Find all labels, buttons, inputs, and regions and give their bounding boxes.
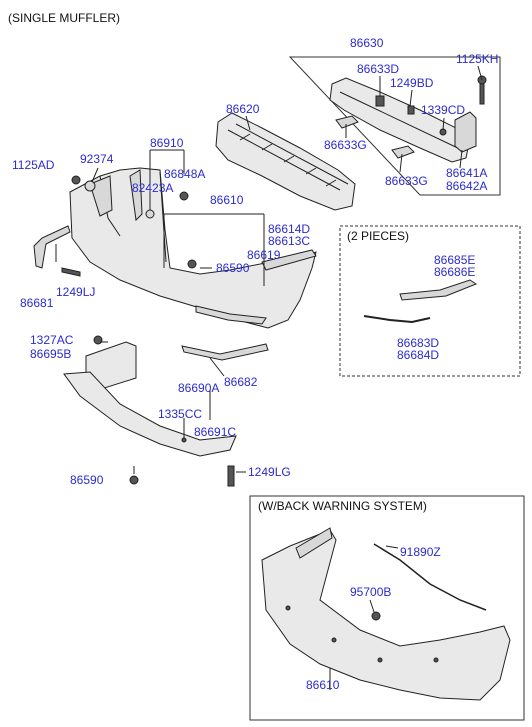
label-1125kh: 1125KH	[456, 52, 498, 66]
label-82423a: 82423A	[132, 181, 173, 195]
screw-1335cc	[181, 437, 187, 443]
screw-86590-a	[187, 259, 197, 269]
label-86610-warning: 86610	[306, 678, 340, 692]
label-86619: 86619	[247, 248, 281, 262]
label-86633g-a: 86633G	[324, 138, 367, 152]
label-86620: 86620	[226, 102, 260, 116]
label-1339cd: 1339CD	[421, 103, 465, 117]
moulding-86683d	[363, 315, 431, 324]
label-86695b: 86695B	[30, 347, 71, 361]
diagram-title: (SINGLE MUFFLER)	[8, 11, 120, 25]
bolt-1249lg	[227, 465, 235, 487]
clip-86848a	[179, 191, 189, 201]
clip-86633d	[375, 95, 385, 107]
label-86685e: 86685E	[434, 253, 475, 267]
label-86613c: 86613C	[268, 234, 310, 248]
bumper-cover-warning	[261, 527, 511, 701]
label-1335cc: 1335CC	[158, 407, 202, 421]
label-86682: 86682	[224, 375, 258, 389]
label-86683d: 86683D	[397, 336, 439, 350]
screw-1249lj	[61, 267, 81, 277]
beam-bracket	[454, 75, 487, 153]
label-86910: 86910	[150, 136, 184, 150]
grommet-92374	[84, 180, 96, 192]
inset-warning-title: (W/BACK WARNING SYSTEM)	[258, 499, 427, 513]
label-86590-a: 86590	[216, 261, 250, 275]
label-1125ad: 1125AD	[12, 158, 55, 172]
beam-group-box	[288, 56, 501, 196]
sensor-95700b	[371, 611, 381, 621]
label-86610-main: 86610	[210, 193, 244, 207]
label-95700b: 95700B	[350, 585, 391, 599]
clip-82423a	[145, 209, 155, 219]
label-1249bd: 1249BD	[390, 76, 434, 90]
clip-86633g-a	[335, 115, 359, 129]
label-86633d: 86633D	[357, 62, 399, 76]
inset-2-pieces-box	[339, 225, 521, 377]
moulding-86685e	[399, 279, 478, 301]
label-86642a: 86642A	[446, 179, 487, 193]
label-86848a: 86848A	[164, 167, 205, 181]
moulding-86682	[181, 343, 269, 361]
nut-1327ac	[93, 335, 103, 345]
clip-86633g-b	[391, 145, 415, 159]
label-86681: 86681	[20, 296, 54, 310]
inset-warning-box	[249, 495, 525, 721]
label-86590-b: 86590	[70, 473, 104, 487]
label-86630: 86630	[350, 36, 384, 50]
harness-91890z	[373, 543, 487, 611]
bumper-cover-main	[69, 167, 317, 329]
label-86690a: 86690A	[178, 381, 219, 395]
bolt-1249bd	[407, 105, 415, 115]
label-1327ac: 1327AC	[30, 333, 74, 347]
label-86691c: 86691C	[194, 425, 236, 439]
lower-lip-86690a	[63, 371, 237, 457]
screw-86590-b	[129, 475, 139, 485]
label-86633g-b: 86633G	[385, 174, 428, 188]
energy-absorber	[215, 112, 356, 211]
leader-lines	[55, 65, 483, 690]
label-91890z: 91890Z	[400, 545, 441, 559]
side-reflector-left	[33, 225, 71, 269]
label-1249lj: 1249LJ	[56, 285, 95, 299]
inset-2-pieces-title: (2 PIECES)	[347, 229, 409, 243]
nut-1125ad	[71, 175, 81, 185]
label-86684d: 86684D	[397, 348, 439, 362]
label-92374: 92374	[80, 152, 114, 166]
label-1249lg: 1249LG	[248, 465, 291, 479]
label-86686e: 86686E	[434, 265, 475, 279]
label-86614d: 86614D	[268, 222, 310, 236]
label-86641a: 86641A	[446, 166, 487, 180]
